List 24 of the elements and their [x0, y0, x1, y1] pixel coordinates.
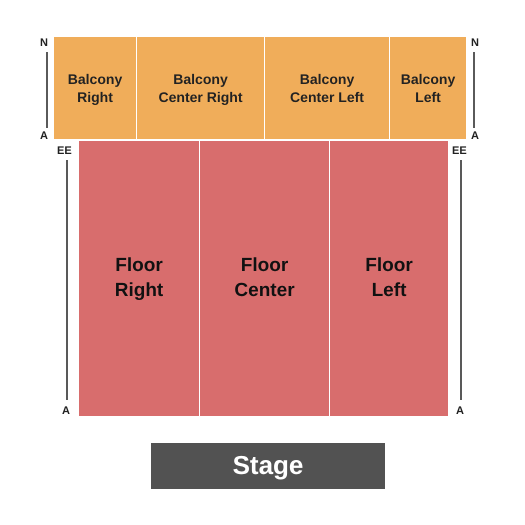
section-name: Balcony Center Left — [289, 70, 365, 106]
balcony-section — [137, 37, 264, 139]
section-name: Floor Center — [233, 254, 296, 302]
row-label: N — [471, 38, 479, 49]
section-name: Balcony Left — [400, 70, 456, 106]
balcony-section — [390, 37, 466, 139]
section-name: Balcony Center Right — [158, 70, 244, 106]
floor-section — [200, 141, 329, 416]
row-label: EE — [452, 146, 467, 157]
balcony-section — [54, 37, 136, 139]
row-label: A — [471, 131, 479, 142]
section-name: Floor Left — [364, 254, 414, 302]
stage — [151, 443, 385, 489]
section-name: Floor Right — [114, 254, 164, 302]
section-name: Balcony Right — [66, 70, 124, 106]
row-label: A — [40, 131, 48, 142]
row-label: N — [40, 38, 48, 49]
stage-label: Stage — [232, 449, 304, 482]
row-label: A — [456, 406, 464, 417]
row-label: EE — [57, 146, 72, 157]
balcony-section — [265, 37, 389, 139]
row-label: A — [62, 406, 70, 417]
floor-section — [330, 141, 448, 416]
floor-section — [79, 141, 199, 416]
